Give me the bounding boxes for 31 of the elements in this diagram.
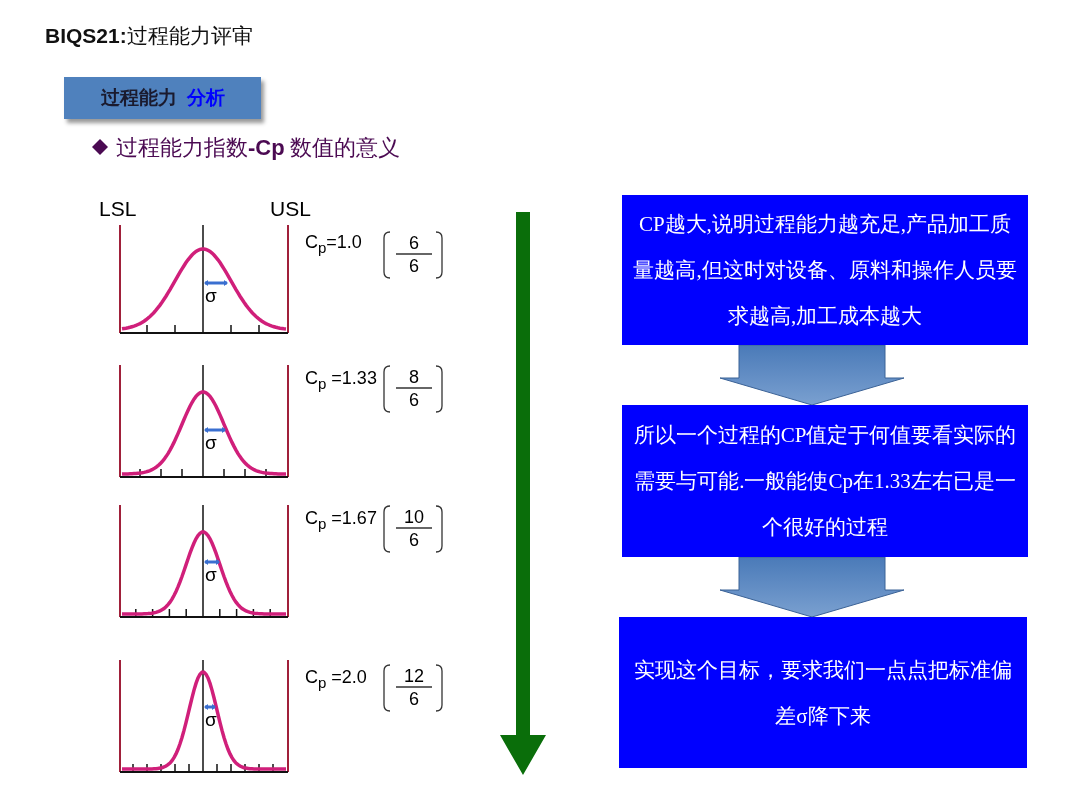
page-title: BIQS21:过程能力评审 bbox=[45, 23, 253, 50]
cp-value: C$_{p}$=1.0 bbox=[305, 232, 362, 256]
numerator: 10 bbox=[403, 507, 425, 528]
box-text: 实现这个目标，要求我们一点点把标准偏差σ降下来 bbox=[633, 656, 1013, 730]
denominator: 6 bbox=[408, 530, 420, 551]
cp-value: C$_{p}$ =1.67 bbox=[305, 508, 377, 532]
box-text: 所以一个过程的CP值定于何值要看实际的需要与可能.一般能使Cp在1.33左右已是一个很好的过程 bbox=[632, 422, 1018, 541]
block-arrow bbox=[719, 556, 905, 618]
spec-limit-label: LSL bbox=[99, 197, 137, 221]
numerator: 12 bbox=[403, 666, 425, 687]
text-box bbox=[622, 195, 1028, 345]
section-tab bbox=[64, 77, 261, 119]
text-box bbox=[619, 617, 1027, 768]
numerator: 6 bbox=[408, 233, 420, 254]
cp-value: C$_{p}$ =1.33 bbox=[305, 368, 377, 392]
tab-label: 分析 bbox=[186, 86, 225, 110]
denominator: 6 bbox=[408, 256, 420, 277]
subtitle: 过程能力指数-Cp 数值的意义 bbox=[116, 134, 401, 162]
sigma-label: σ bbox=[205, 709, 217, 731]
text-box bbox=[622, 405, 1028, 557]
block-arrow bbox=[719, 344, 905, 406]
cp-value: C$_{p}$ =2.0 bbox=[305, 667, 367, 691]
spec-limit-label: USL bbox=[270, 197, 311, 221]
numerator: 8 bbox=[408, 367, 420, 388]
sigma-label: σ bbox=[205, 285, 217, 307]
tab-label: 过程能力 bbox=[100, 86, 177, 110]
box-text: CP越大,说明过程能力越充足,产品加工质量越高,但这时对设备、原料和操作人员要求越高,加工成本越大 bbox=[632, 211, 1018, 330]
denominator: 6 bbox=[408, 689, 420, 710]
sigma-label: σ bbox=[205, 564, 217, 586]
denominator: 6 bbox=[408, 390, 420, 411]
sigma-label: σ bbox=[205, 432, 217, 454]
